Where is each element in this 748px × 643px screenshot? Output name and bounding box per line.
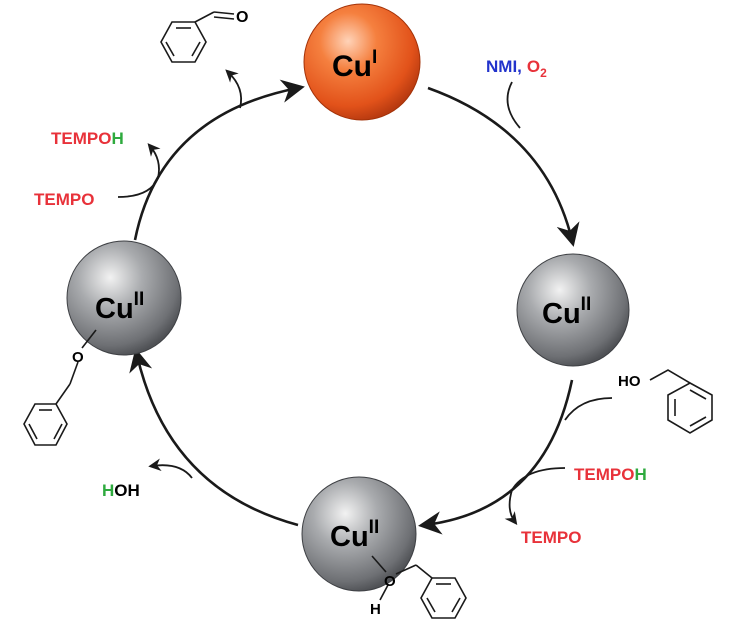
- cu2-bottom-base: Cu: [330, 521, 369, 553]
- arrow-tempo-out-right: [504, 489, 518, 526]
- arrow-cu2-bottom-to-cu2-left: [129, 348, 299, 527]
- alcohol-ho-text: HO: [618, 373, 641, 390]
- cu1-sup: I: [372, 47, 377, 68]
- arrow-tempoh-out-left: [147, 143, 161, 179]
- arrow-tempo-in-left: [117, 177, 159, 198]
- cu2-right-base: Cu: [542, 298, 581, 330]
- arrow-water-out: [148, 458, 193, 479]
- cu1-base: Cu: [332, 50, 372, 83]
- label-tempoh-right: TEMPOH: [574, 465, 647, 484]
- arrow-nmi-o2-in: [506, 81, 521, 129]
- arrow-cu2-right-to-cu2-bottom: [418, 379, 574, 535]
- benzyl-alcohol-structure: [649, 369, 713, 434]
- side-arrows: [117, 69, 613, 526]
- bound-alkoxide-structure: [23, 329, 97, 446]
- node-cu2-right: CuII: [516, 253, 630, 367]
- label-nmi-o2: NMI, O2: [486, 57, 547, 80]
- arrow-alcohol-in: [564, 397, 613, 421]
- arrow-tempoh-in-right: [511, 467, 566, 491]
- nmi-text: NMI,: [486, 57, 522, 76]
- benzaldehyde-structure: [160, 11, 235, 63]
- node-cu1: CuI: [303, 3, 421, 121]
- cycle-arrows: [129, 79, 580, 535]
- bound-alcohol-structure: [371, 555, 467, 619]
- cu2-left-sup: II: [134, 289, 145, 310]
- o2-text: O: [527, 57, 540, 76]
- label-tempoh-left: TEMPOH: [51, 129, 124, 148]
- bound-o-left: O: [72, 349, 84, 366]
- svg-text:CuII: CuII: [542, 294, 591, 330]
- svg-text:CuII: CuII: [330, 517, 379, 553]
- arrow-cu1-to-cu2-right: [427, 86, 580, 247]
- svg-text:CuII: CuII: [95, 289, 144, 325]
- node-cu2-bottom: CuII: [301, 476, 417, 592]
- bound-h-bottom: H: [370, 601, 381, 618]
- cu2-left-base: Cu: [95, 293, 134, 325]
- node-cu2-left: CuII: [66, 240, 182, 356]
- label-tempo-left: TEMPO: [34, 190, 94, 209]
- o2-sub: 2: [540, 66, 547, 80]
- label-tempo-right: TEMPO: [521, 528, 581, 547]
- arrow-cu2-left-to-cu1: [133, 79, 305, 241]
- arrow-aldehyde-out: [225, 69, 243, 109]
- bound-o-bottom: O: [384, 573, 396, 590]
- cu2-bottom-sup: II: [369, 517, 380, 538]
- label-water: HOH: [102, 481, 140, 500]
- svg-text:CuI: CuI: [332, 47, 377, 83]
- aldehyde-o: O: [236, 9, 248, 26]
- cu2-right-sup: II: [581, 294, 592, 315]
